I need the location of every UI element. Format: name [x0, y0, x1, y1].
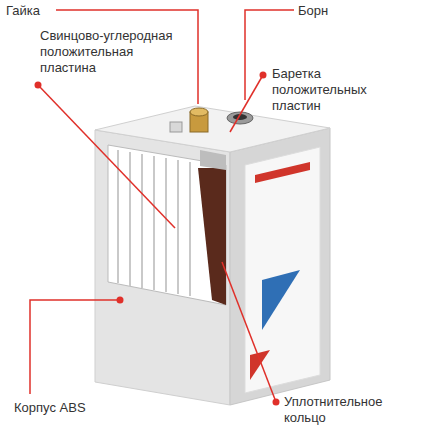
part-label: Баретка положительных пластин — [272, 66, 382, 114]
part-label: Гайка — [6, 3, 56, 19]
part-label: Уплотнительное кольцо — [284, 394, 419, 426]
part-label: Свинцово-углеродная положительная пласти… — [40, 28, 190, 76]
part-label: Борн — [298, 3, 378, 19]
part-label: Корпус ABS — [14, 400, 134, 416]
